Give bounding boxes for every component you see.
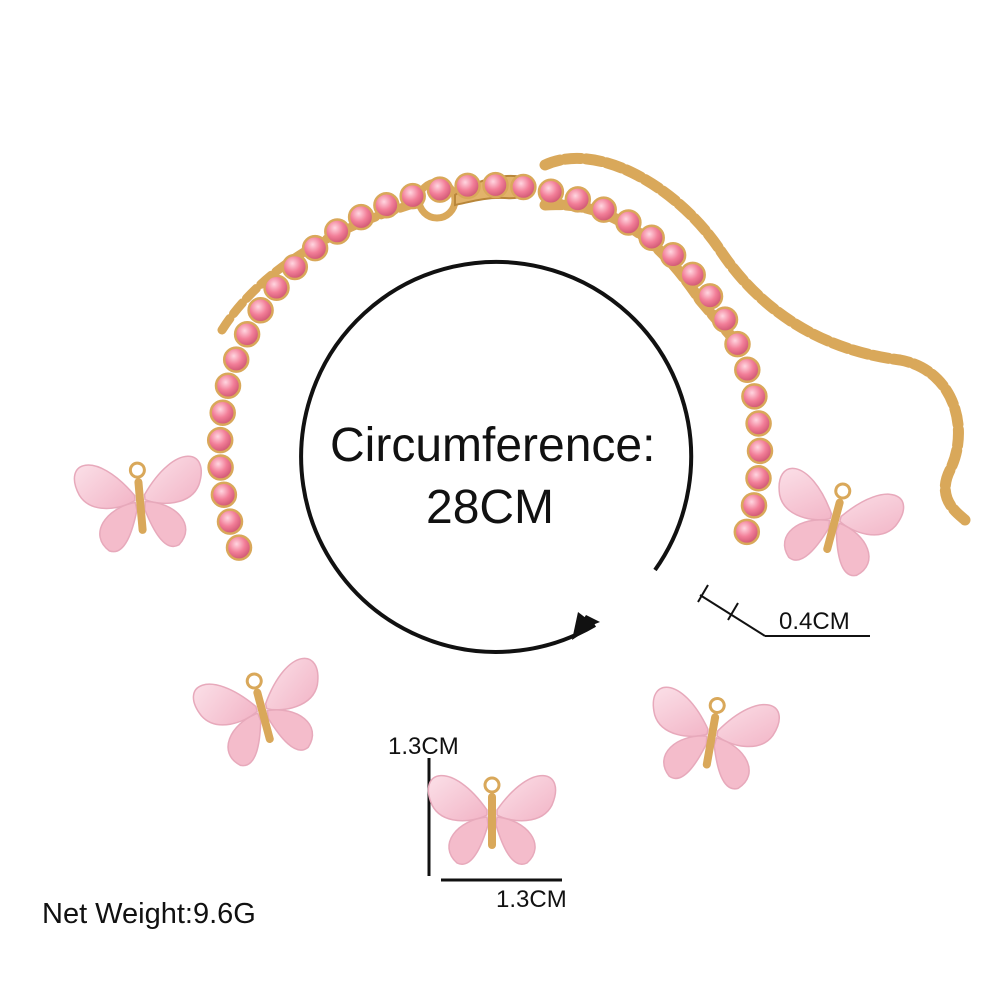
stone-width-label: 0.4CM	[779, 608, 850, 635]
rhinestone	[209, 399, 236, 427]
rhinestone	[324, 218, 351, 245]
rhinestone	[281, 253, 309, 281]
rhinestone	[734, 356, 761, 384]
rhinestone	[426, 176, 454, 203]
rhinestone	[615, 209, 642, 236]
rhinestone	[206, 426, 234, 454]
rhinestone	[207, 454, 234, 481]
rhinestone	[537, 178, 565, 206]
stone-width-line	[699, 594, 766, 637]
charm-height-label: 1.3CM	[388, 733, 459, 760]
rhinestone	[399, 182, 426, 210]
rhinestone	[373, 192, 400, 219]
circumference-circle	[299, 259, 694, 654]
rhinestone	[247, 297, 274, 324]
rhinestone	[210, 481, 238, 509]
rhinestone	[233, 321, 261, 348]
butterfly-charm-icon	[759, 463, 909, 586]
charm-width-label: 1.3CM	[496, 886, 567, 913]
rhinestone	[301, 234, 329, 262]
rhinestone	[746, 437, 774, 465]
rhinestone	[745, 465, 772, 492]
butterfly-charm-icon	[188, 653, 338, 776]
rhinestone	[214, 372, 242, 400]
rhinestone	[696, 283, 724, 310]
rhinestone	[564, 186, 592, 213]
rhinestone	[724, 330, 751, 358]
rhinestone	[711, 306, 739, 333]
rhinestone	[222, 346, 250, 373]
rhinestone	[482, 171, 509, 199]
circumference-label: Circumference:	[330, 419, 656, 472]
butterfly-charm-icon	[639, 683, 783, 796]
rhinestone	[510, 173, 537, 201]
rhinestone	[590, 196, 617, 223]
circumference-value: 28CM	[426, 481, 555, 534]
rhinestone	[741, 383, 768, 410]
rhinestone	[454, 172, 481, 200]
rhinestone-chain	[206, 171, 774, 561]
rhinestone	[263, 274, 290, 302]
rhinestone	[659, 242, 687, 269]
rhinestone	[347, 203, 375, 231]
rhinestone	[216, 508, 244, 535]
rhinestone	[225, 534, 253, 561]
extender-chain	[539, 152, 971, 526]
net-weight-label: Net Weight:9.6G	[42, 898, 256, 930]
butterfly-charm-icon	[71, 453, 210, 557]
rhinestone	[745, 410, 772, 437]
rhinestone	[638, 224, 665, 251]
rhinestone	[679, 261, 706, 289]
rhinestone	[740, 492, 768, 519]
rhinestone	[733, 518, 761, 546]
butterfly-charm-icon	[426, 774, 558, 866]
